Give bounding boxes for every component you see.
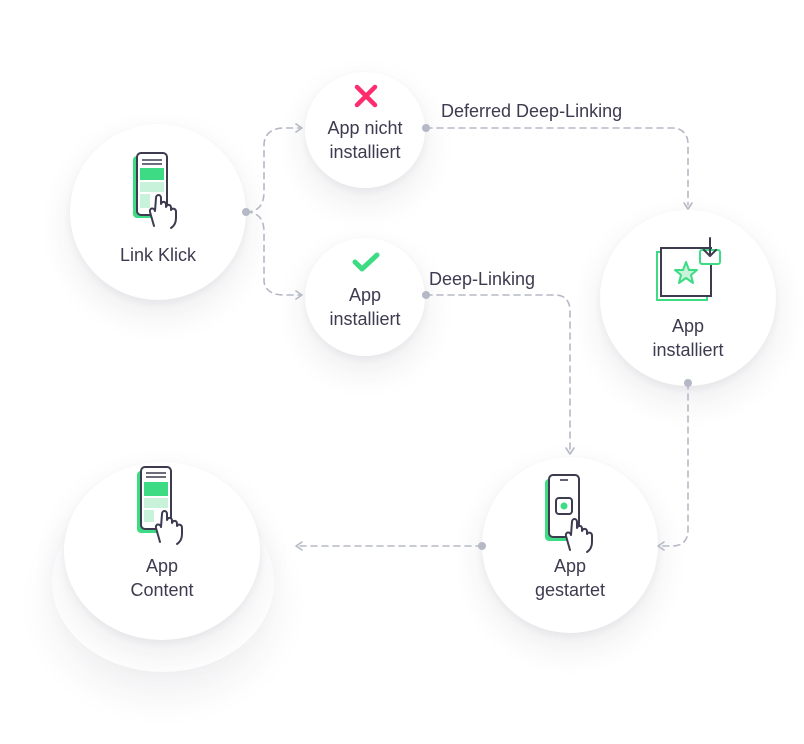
edge-label-deep-linking: Deep-Linking: [429, 269, 536, 289]
arrowhead-gestartet-left: [657, 541, 665, 551]
label-link-klick: Link Klick: [70, 243, 246, 267]
connector-deferred: [425, 127, 689, 206]
node-app-installiert-store: [600, 210, 776, 386]
arrowhead-installiert: [295, 290, 303, 300]
connector-dot-gestartet: [478, 542, 486, 550]
label-app-installiert-check: App installiert: [290, 283, 440, 331]
content-line2: Content: [130, 580, 194, 600]
label-app-content: App Content: [74, 554, 250, 602]
arrowhead-gestartet-down: [565, 447, 575, 455]
phone-content-icon: [137, 466, 183, 545]
nicht-installiert-line2: installiert: [329, 142, 401, 162]
node-app-nicht-installiert: [305, 72, 425, 188]
connector-dot-installiert: [422, 291, 430, 299]
connector-deep-linking: [425, 294, 571, 451]
edge-label-deferred-deep-linking: Deferred Deep-Linking: [441, 101, 623, 121]
phone-app-tap-icon: [545, 474, 593, 553]
phone-tap-icon: [133, 152, 177, 229]
connector-to-nicht-installiert: [245, 127, 301, 213]
label-app-installiert-store: App installiert: [600, 314, 776, 362]
node-app-installiert-check: [305, 238, 425, 356]
connector-store-to-gestartet: [661, 382, 689, 547]
installiert-store-line1: App: [671, 316, 705, 336]
installiert-check-line1: App: [348, 285, 382, 305]
installiert-store-line2: installiert: [652, 340, 724, 360]
installiert-check-line2: installiert: [329, 309, 401, 329]
content-line1: App: [145, 556, 179, 576]
connector-dot-store: [684, 379, 692, 387]
arrowhead-nicht-installiert: [295, 123, 303, 133]
cross-icon: [354, 84, 378, 108]
connector-to-installiert: [245, 211, 301, 296]
label-app-nicht-installiert: App nicht installiert: [290, 116, 440, 164]
nicht-installiert-line1: App nicht: [327, 118, 403, 138]
arrowhead-content: [295, 541, 303, 551]
arrowhead-store: [683, 202, 693, 210]
connector-dot-nicht-installiert: [422, 124, 430, 132]
store-download-icon: [656, 237, 721, 301]
label-app-gestartet: App gestartet: [482, 554, 658, 602]
connector-dot-link-klick: [242, 208, 250, 216]
gestartet-line1: App: [553, 556, 587, 576]
gestartet-line2: gestartet: [534, 580, 606, 600]
link-klick-text: Link Klick: [119, 245, 197, 265]
check-icon: [352, 252, 380, 272]
